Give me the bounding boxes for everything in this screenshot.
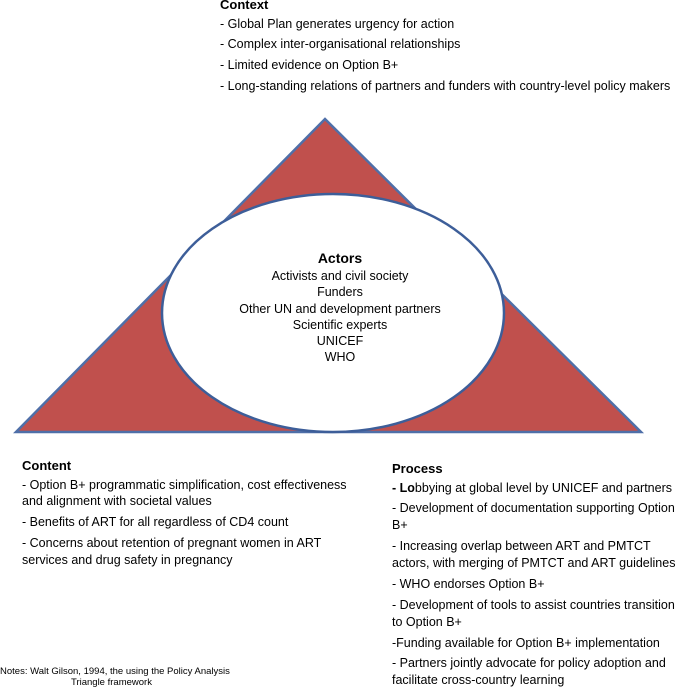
actors-item: WHO xyxy=(324,350,356,365)
context-item: - Global Plan generates urgency for acti… xyxy=(220,16,455,31)
notes-line2: Triangle framework xyxy=(71,677,152,689)
notes-line1: Notes: Walt Gilson, 1994, the using the … xyxy=(0,666,230,677)
process-title: Process xyxy=(392,461,443,476)
process-first-bold: o xyxy=(407,480,415,495)
process-first-prefix: - L xyxy=(392,480,408,495)
actors-item: Funders xyxy=(317,285,363,300)
context-item: - Limited evidence on Option B+ xyxy=(220,58,399,73)
process-item: - Development of tools to assist countri… xyxy=(392,597,675,629)
actors-item: Scientific experts xyxy=(292,317,388,332)
process-item: - Partners jointly advocate for policy a… xyxy=(392,656,666,688)
process-block: Process - Lobbying at global level by UN… xyxy=(392,460,682,693)
process-item: - Development of documentation supportin… xyxy=(392,501,675,533)
content-title: Content xyxy=(22,458,72,473)
content-item: - Concerns about retention of pregnant w… xyxy=(22,536,322,568)
process-item: - Increasing overlap between ART and PMT… xyxy=(392,539,676,571)
actors-item: Activists and civil society xyxy=(271,269,409,284)
process-item: - WHO endorses Option B+ xyxy=(392,576,545,591)
context-item: - Long-standing relations of partners an… xyxy=(220,79,671,94)
content-item: - Option B+ programmatic simplification,… xyxy=(22,477,347,509)
context-block: Context - Global Plan generates urgency … xyxy=(220,0,680,99)
actors-item: UNICEF xyxy=(316,334,364,349)
actors-item: Other UN and development partners xyxy=(239,301,441,316)
actors-title: Actors xyxy=(317,250,363,266)
process-item-first: - Lobbying at global level by UNICEF and… xyxy=(392,480,682,497)
context-title: Context xyxy=(220,0,269,12)
actors-ellipse xyxy=(160,192,506,434)
actors-block: Actors Activists and civil society Funde… xyxy=(235,249,445,366)
content-block: Content - Option B+ programmatic simplif… xyxy=(22,457,352,573)
context-item: - Complex inter-organisational relations… xyxy=(220,37,461,52)
process-item: -Funding available for Option B+ impleme… xyxy=(392,635,660,650)
content-item: - Benefits of ART for all regardless of … xyxy=(22,515,289,530)
process-first-rest: bbying at global level by UNICEF and par… xyxy=(414,480,673,495)
notes: Notes: Walt Gilson, 1994, the using the … xyxy=(0,666,230,689)
